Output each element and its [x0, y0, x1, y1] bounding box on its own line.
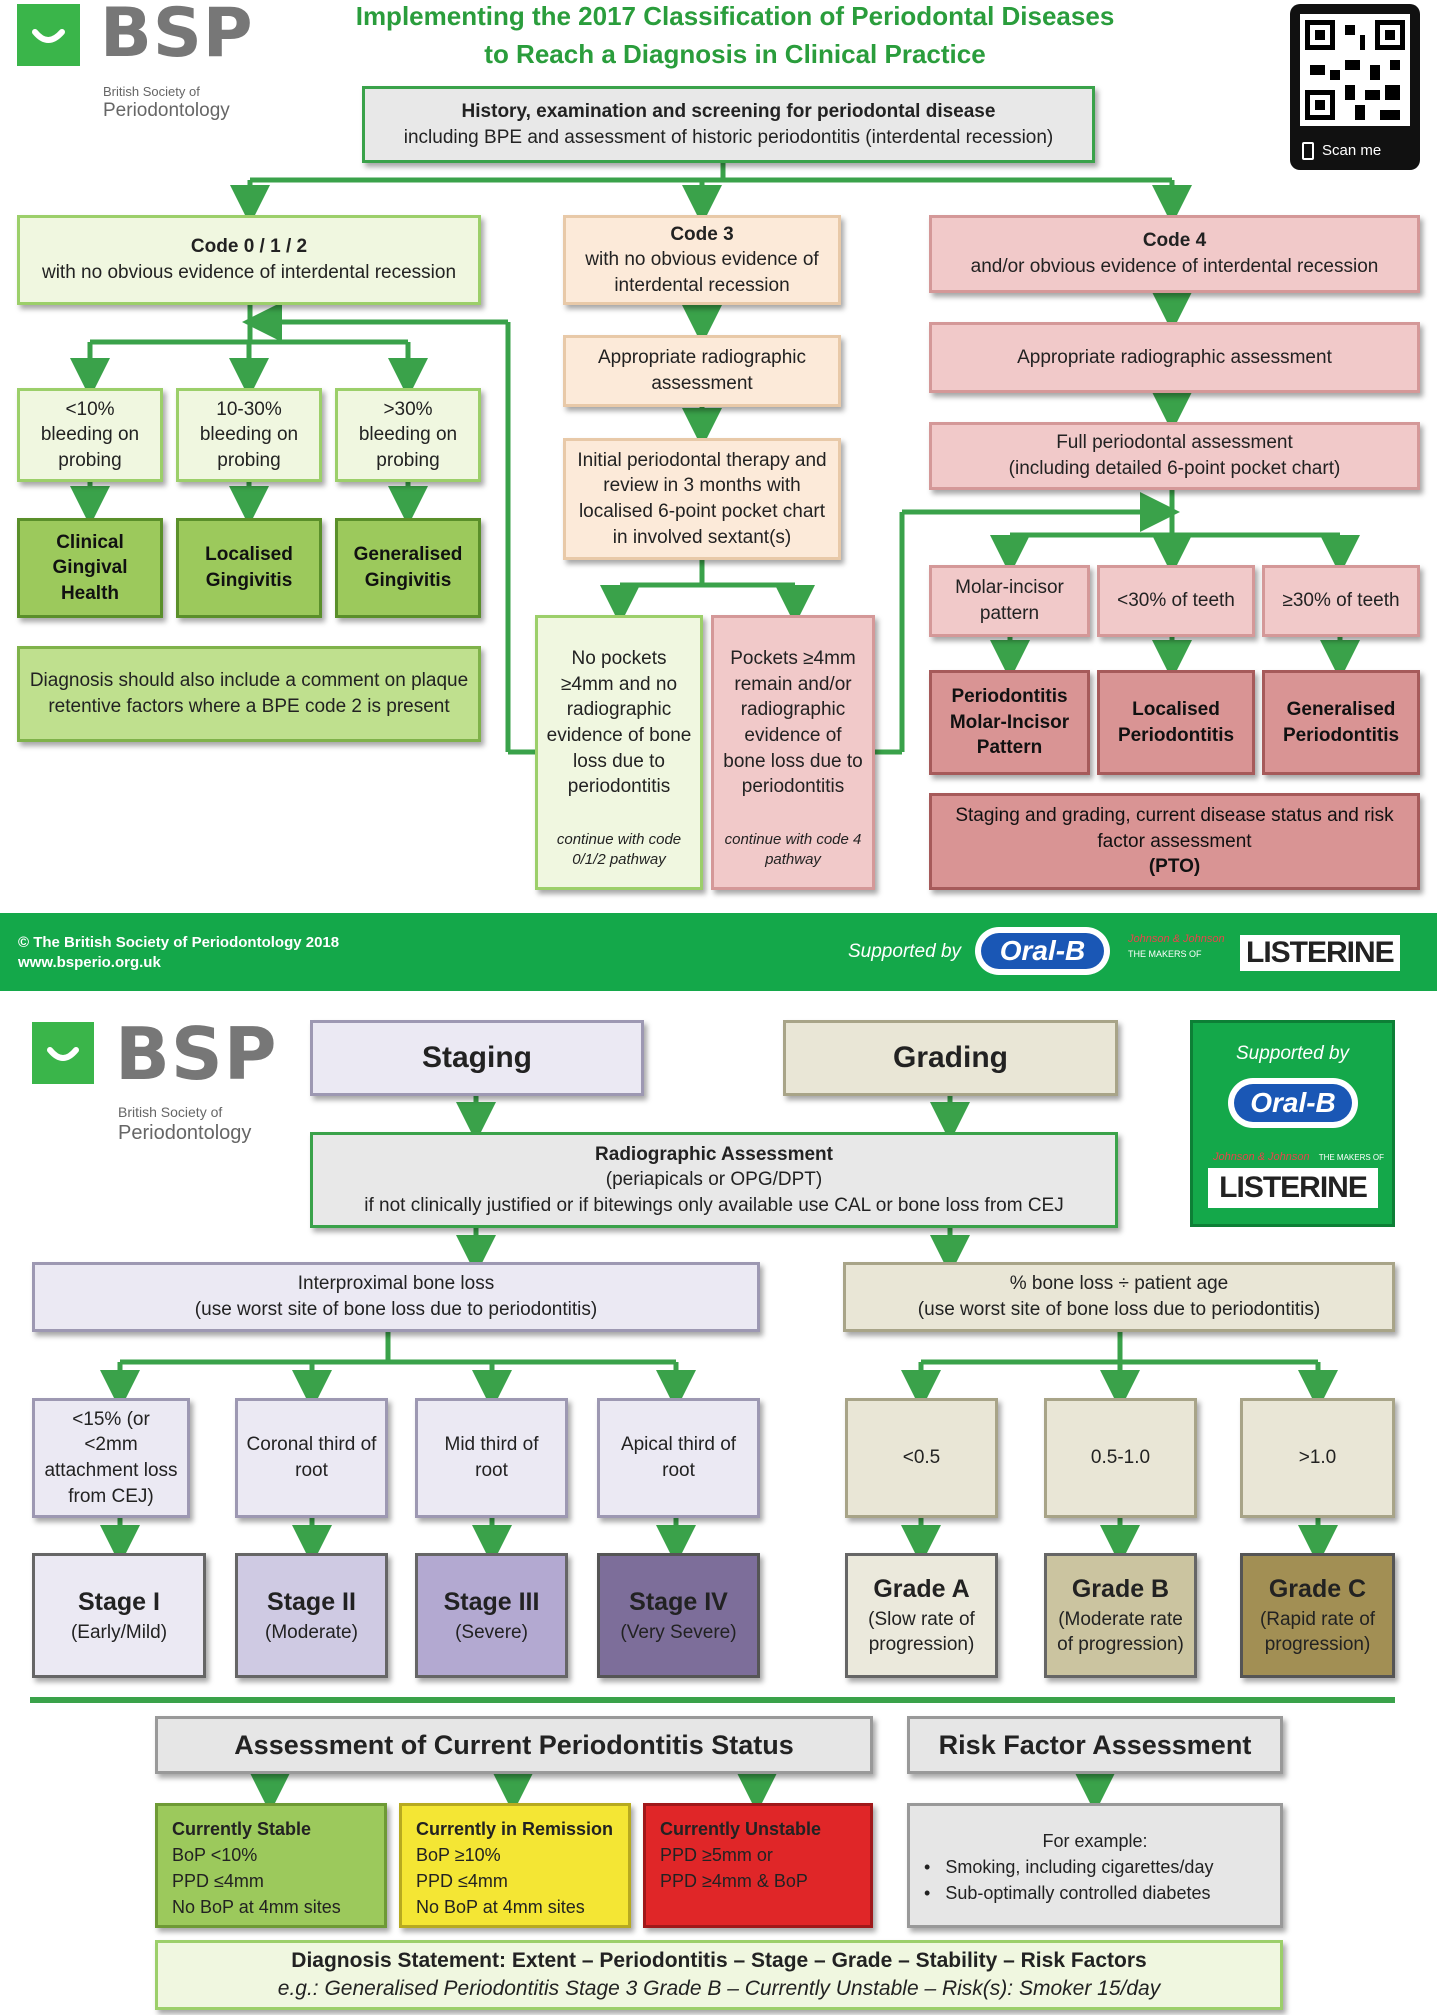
- risk-factor-box: For example: • Smoking, including cigare…: [907, 1803, 1283, 1928]
- grading-header: Grading: [783, 1020, 1118, 1096]
- phone-icon: [1302, 142, 1314, 160]
- code4-box: Code 4 and/or obvious evidence of interd…: [929, 215, 1420, 293]
- jj-logo: Johnson & Johnson THE MAKERS OF: [1128, 933, 1225, 959]
- stage-2-box: Stage II (Moderate): [235, 1553, 388, 1678]
- grade-criteria-1: <0.5: [845, 1398, 998, 1518]
- code4-radiographic-box: Appropriate radiographic assessment: [929, 322, 1420, 393]
- code3-box: Code 3 with no obvious evidence of inter…: [563, 215, 841, 305]
- stage-criteria-3: Mid third of root: [415, 1398, 568, 1518]
- sponsor-listerine-logo: LISTERINE: [1208, 1168, 1378, 1208]
- risk-item-1: • Smoking, including cigarettes/day: [924, 1857, 1214, 1878]
- grade-criteria-3: >1.0: [1240, 1398, 1395, 1518]
- sponsor-supported-by: Supported by: [1235, 1043, 1350, 1064]
- stage-criteria-4: Apical third of root: [597, 1398, 760, 1518]
- molar-incisor-pattern-box: Molar-incisor pattern: [929, 565, 1090, 637]
- bsp-logo-subtitle-bottom: British Society of Periodontology: [118, 1104, 252, 1144]
- generalised-gingivitis-box: Generalised Gingivitis: [335, 518, 481, 618]
- stage-1-box: Stage I (Early/Mild): [32, 1553, 206, 1678]
- radiographic-assessment-box: Radiographic Assessment (periapicals or …: [310, 1132, 1118, 1228]
- bleeding-10-30-box: 10-30% bleeding on probing: [176, 388, 322, 482]
- plaque-note-box: Diagnosis should also include a comment …: [17, 646, 481, 742]
- page-title: Implementing the 2017 Classification of …: [355, 1, 1115, 69]
- sponsor-oralb-logo: Oral-B: [1228, 1078, 1358, 1128]
- currently-unstable-box: Currently Unstable PPD ≥5mm or PPD ≥4mm …: [643, 1803, 873, 1928]
- qr-label: Scan me: [1322, 142, 1382, 159]
- status-assessment-header: Assessment of Current Periodontitis Stat…: [155, 1716, 873, 1774]
- code3-radiographic-box: Appropriate radiographic assessment: [563, 335, 841, 407]
- bsp-logo-mark: [17, 4, 80, 66]
- stage-criteria-2: Coronal third of root: [235, 1398, 388, 1518]
- perio-molar-incisor-box: Periodontitis Molar-Incisor Pattern: [929, 670, 1090, 775]
- stage-3-box: Stage III (Severe): [415, 1553, 568, 1678]
- banner-supported-by: Supported by: [848, 941, 962, 962]
- qr-code[interactable]: Scan me: [1290, 4, 1420, 170]
- bsp-logo-text-bottom: BSP: [115, 1012, 278, 1096]
- sponsor-jj-logo: Johnson & Johnson THE MAKERS OF: [1213, 1151, 1385, 1163]
- bleeding-lt10-box: <10% bleeding on probing: [17, 388, 163, 482]
- clinical-gingival-health-box: Clinical Gingival Health: [17, 518, 163, 618]
- history-box: History, examination and screening for p…: [362, 86, 1095, 163]
- bsp-logo-mark-bottom: [32, 1022, 94, 1084]
- grade-b-box: Grade B (Moderate rate of progression): [1044, 1553, 1197, 1678]
- generalised-periodontitis-box: Generalised Periodontitis: [1262, 670, 1420, 775]
- bsp-logo-text: BSP: [100, 0, 254, 73]
- bsp-logo-subtitle: British Society of Periodontology: [103, 84, 230, 121]
- currently-remission-box: Currently in Remission BoP ≥10% PPD ≤4mm…: [399, 1803, 631, 1928]
- code012-box: Code 0 / 1 / 2 with no obvious evidence …: [17, 215, 481, 305]
- initial-therapy-box: Initial periodontal therapy and review i…: [563, 438, 841, 560]
- diagnosis-statement-box: Diagnosis Statement: Extent – Periodonti…: [155, 1940, 1283, 2010]
- risk-factor-header: Risk Factor Assessment: [907, 1716, 1283, 1774]
- full-assessment-box: Full periodontal assessment (including d…: [929, 422, 1420, 490]
- gte30-teeth-box: ≥30% of teeth: [1262, 565, 1420, 637]
- grade-criteria-2: 0.5-1.0: [1044, 1398, 1197, 1518]
- footer-banner: © The British Society of Periodontology …: [0, 913, 1437, 991]
- localised-periodontitis-box: Localised Periodontitis: [1097, 670, 1255, 775]
- staging-grading-note-box: Staging and grading, current disease sta…: [929, 793, 1420, 890]
- bone-loss-age-box: % bone loss ÷ patient age (use worst sit…: [843, 1262, 1395, 1332]
- qr-image: [1300, 14, 1410, 126]
- currently-stable-box: Currently Stable BoP <10% PPD ≤4mm No Bo…: [155, 1803, 387, 1928]
- lt30-teeth-box: <30% of teeth: [1097, 565, 1255, 637]
- listerine-logo: LISTERINE: [1240, 935, 1400, 971]
- copyright-text: © The British Society of Periodontology …: [18, 934, 340, 972]
- oralb-logo: Oral-B: [975, 927, 1110, 975]
- pockets-box: Pockets ≥4mm remain and/or radiographic …: [711, 615, 875, 890]
- grade-a-box: Grade A (Slow rate of progression): [845, 1553, 998, 1678]
- risk-item-2: • Sub-optimally controlled diabetes: [924, 1883, 1211, 1904]
- no-pockets-box: No pockets ≥4mm and no radiographic evid…: [535, 615, 703, 890]
- localised-gingivitis-box: Localised Gingivitis: [176, 518, 322, 618]
- stage-criteria-1: <15% (or <2mm attachment loss from CEJ): [32, 1398, 190, 1518]
- interproximal-bone-loss-box: Interproximal bone loss (use worst site …: [32, 1262, 760, 1332]
- bleeding-gt30-box: >30% bleeding on probing: [335, 388, 481, 482]
- grade-c-box: Grade C (Rapid rate of progression): [1240, 1553, 1395, 1678]
- stage-4-box: Stage IV (Very Severe): [597, 1553, 760, 1678]
- staging-header: Staging: [310, 1020, 644, 1096]
- sponsor-panel: Supported by Oral-B Johnson & Johnson TH…: [1190, 1020, 1395, 1227]
